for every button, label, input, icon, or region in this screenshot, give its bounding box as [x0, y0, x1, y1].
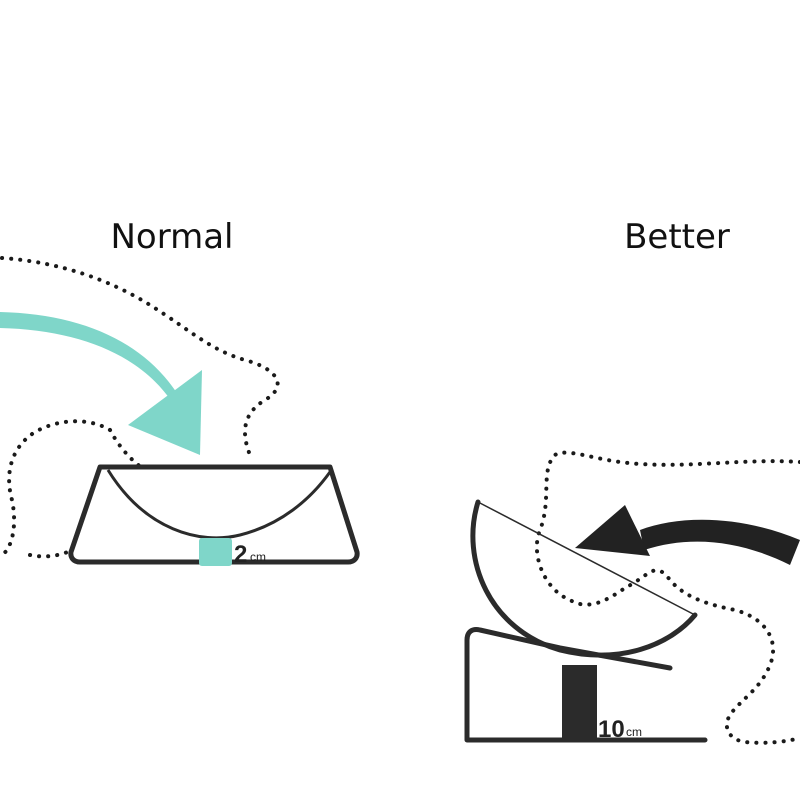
normal-bowl-stand: [68, 464, 360, 565]
normal-panel: Normal 2 cm: [0, 217, 360, 568]
better-title: Better: [624, 217, 730, 257]
better-bowl-rim: [477, 501, 696, 616]
better-height-unit: cm: [626, 725, 642, 739]
normal-cat-silhouette: [0, 256, 280, 559]
better-cat-silhouette: [534, 450, 800, 745]
normal-height-marker: [199, 538, 232, 566]
normal-bowl-curve: [106, 469, 332, 540]
better-height-value: 10: [598, 716, 625, 743]
better-height-marker: [562, 665, 597, 740]
normal-height-unit: cm: [250, 550, 266, 564]
normal-arrow: [0, 312, 202, 455]
better-panel: Better 10 cm: [464, 217, 800, 745]
normal-height-value: 2: [234, 541, 247, 568]
normal-title: Normal: [110, 217, 233, 257]
better-arrow: [575, 505, 800, 565]
